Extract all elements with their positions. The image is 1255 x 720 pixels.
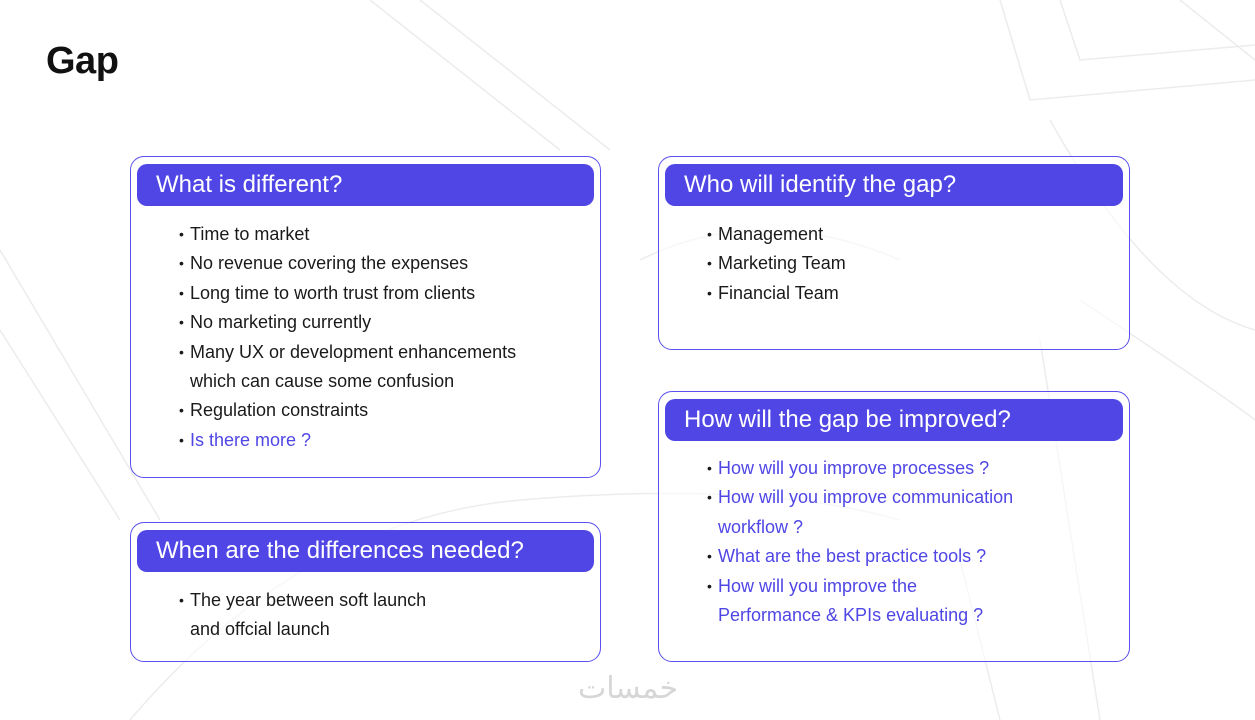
list-item: No revenue covering the expenses xyxy=(179,249,516,279)
card-what-is-different: What is different? Time to market No rev… xyxy=(130,156,601,478)
watermark-text: خمسات xyxy=(578,671,678,706)
how-will-gap-improve-list: How will you improve processes ? How wil… xyxy=(707,454,1013,631)
list-item-is-there-more: Is there more ? xyxy=(179,426,516,456)
list-item: Management xyxy=(707,220,846,250)
list-item: What are the best practice tools ? xyxy=(707,542,1013,572)
list-item: Time to market xyxy=(179,220,516,250)
list-item: How will you improve processes ? xyxy=(707,454,1013,484)
list-item: No marketing currently xyxy=(179,308,516,338)
list-item: Many UX or development enhancementswhich… xyxy=(179,338,516,397)
list-item: Long time to worth trust from clients xyxy=(179,279,516,309)
card-header-when-differences-needed: When are the differences needed? xyxy=(137,530,594,572)
card-who-will-identify: Who will identify the gap? Management Ma… xyxy=(658,156,1130,350)
what-is-different-list: Time to market No revenue covering the e… xyxy=(179,220,516,456)
card-header-who-will-identify: Who will identify the gap? xyxy=(665,164,1123,206)
who-will-identify-list: Management Marketing Team Financial Team xyxy=(707,220,846,309)
card-when-differences-needed: When are the differences needed? The yea… xyxy=(130,522,601,662)
page-title: Gap xyxy=(46,40,119,82)
card-how-will-gap-improve: How will the gap be improved? How will y… xyxy=(658,391,1130,662)
list-item: Marketing Team xyxy=(707,249,846,279)
list-item: Financial Team xyxy=(707,279,846,309)
list-item: How will you improve communicationworkfl… xyxy=(707,483,1013,542)
list-item: Regulation constraints xyxy=(179,396,516,426)
khamsat-logo: خمسات xyxy=(578,671,678,706)
card-header-how-will-gap-improve: How will the gap be improved? xyxy=(665,399,1123,441)
card-header-what-is-different: What is different? xyxy=(137,164,594,206)
